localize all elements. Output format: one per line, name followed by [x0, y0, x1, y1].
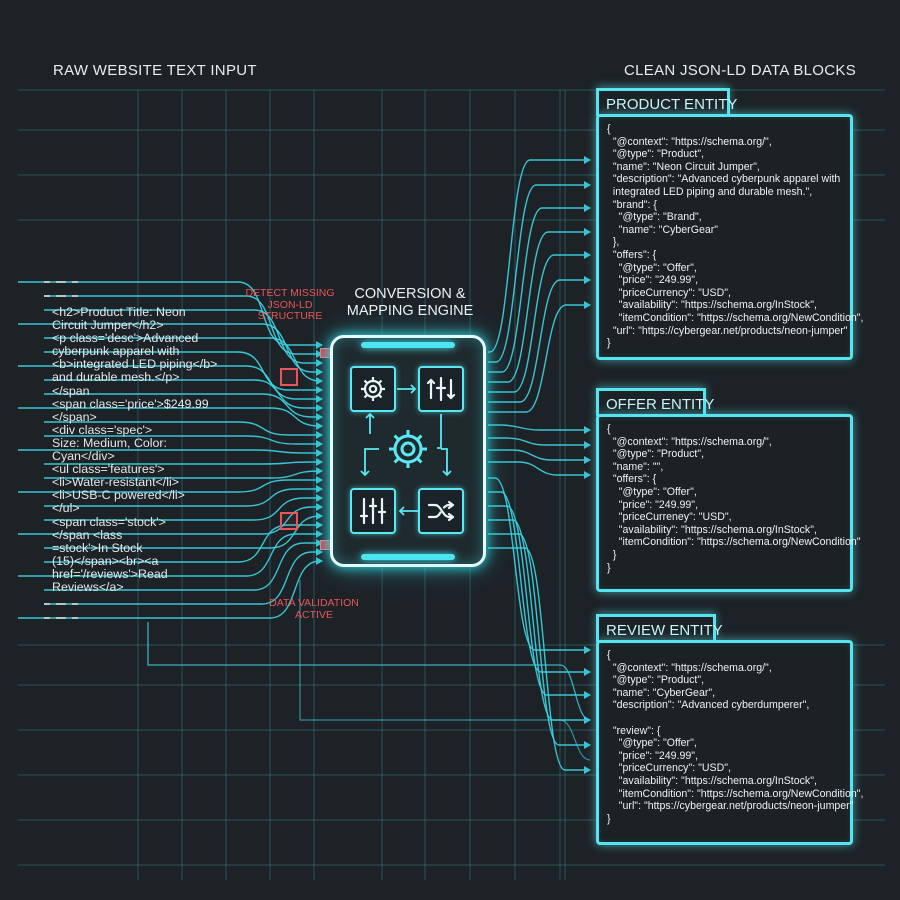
engine-flow-arrows	[360, 384, 452, 516]
product-entity-json: { "@context": "https://schema.org/", "@t…	[607, 123, 864, 350]
input-wire	[44, 539, 323, 591]
output-wire	[488, 276, 591, 403]
review-entity-box: { "@context": "https://schema.org/", "@t…	[596, 640, 863, 845]
input-wire	[44, 309, 323, 367]
engine-top-bar	[361, 342, 455, 348]
input-wire	[44, 379, 323, 412]
input-wire	[18, 407, 323, 430]
input-wire	[44, 485, 323, 507]
equalizer-icon	[350, 488, 396, 534]
output-wire	[488, 461, 591, 479]
input-wire	[18, 557, 323, 619]
input-wire	[44, 393, 323, 421]
output-wire	[488, 449, 591, 464]
input-wire	[44, 548, 323, 605]
offer-entity-tab: OFFER ENTITY	[596, 388, 714, 416]
bus-wire	[299, 580, 591, 761]
gear-icon	[350, 366, 396, 412]
shuffle-icon	[418, 488, 464, 534]
product-entity-box: { "@context": "https://schema.org/", "@t…	[596, 114, 863, 360]
output-wire	[488, 519, 591, 724]
output-wire	[488, 156, 591, 353]
input-wire	[44, 458, 323, 466]
validation-marker	[280, 512, 298, 530]
bus-wire	[147, 622, 591, 721]
review-entity-json: { "@context": "https://schema.org/", "@t…	[607, 649, 864, 825]
conversion-engine	[330, 335, 486, 567]
input-wire	[44, 467, 323, 479]
sliders-icon	[418, 366, 464, 412]
input-heading: RAW WEBSITE TEXT INPUT	[53, 62, 257, 79]
output-wire	[488, 533, 591, 749]
raw-html-input: <h2>Product Title: Neon Circuit Jumper</…	[52, 305, 218, 594]
input-wire	[44, 421, 323, 439]
review-entity-tab: REVIEW ENTITY	[596, 614, 723, 642]
input-wire	[18, 281, 323, 349]
input-wire	[44, 512, 323, 549]
input-wire	[44, 521, 323, 563]
engine-title: CONVERSION & MAPPING ENGINE	[346, 286, 474, 319]
output-wire	[488, 437, 591, 449]
output-wire	[488, 505, 591, 699]
output-wire	[488, 424, 591, 434]
engine-bottom-bar	[361, 554, 455, 560]
input-wire	[44, 435, 323, 448]
input-wire	[44, 494, 323, 521]
output-wire	[488, 491, 591, 676]
input-wire	[18, 323, 323, 376]
product-entity-tab: PRODUCT ENTITY	[596, 88, 737, 116]
output-wire	[488, 251, 591, 393]
offer-entity-box: { "@context": "https://schema.org/", "@t…	[596, 414, 861, 592]
output-wire	[488, 204, 591, 373]
input-wire	[18, 503, 323, 535]
output-wire	[488, 181, 591, 363]
missing-structure-marker	[280, 368, 298, 386]
output-wire	[488, 477, 591, 654]
input-wire	[18, 476, 323, 493]
input-wire	[18, 449, 323, 457]
input-wire	[44, 337, 323, 385]
detect-missing-label: DETECT MISSING JSON-LD STRUCTURE	[245, 287, 335, 322]
input-wire	[18, 530, 323, 577]
large-gear-icon	[379, 420, 437, 478]
offer-entity-json: { "@context": "https://schema.org/", "@t…	[607, 423, 861, 574]
data-validation-label: DATA VALIDATION ACTIVE	[269, 597, 359, 621]
output-wire	[488, 228, 591, 383]
input-wire	[18, 365, 323, 403]
output-wire	[488, 547, 591, 774]
output-wire	[488, 301, 591, 413]
output-heading: CLEAN JSON-LD DATA BLOCKS	[624, 62, 857, 79]
